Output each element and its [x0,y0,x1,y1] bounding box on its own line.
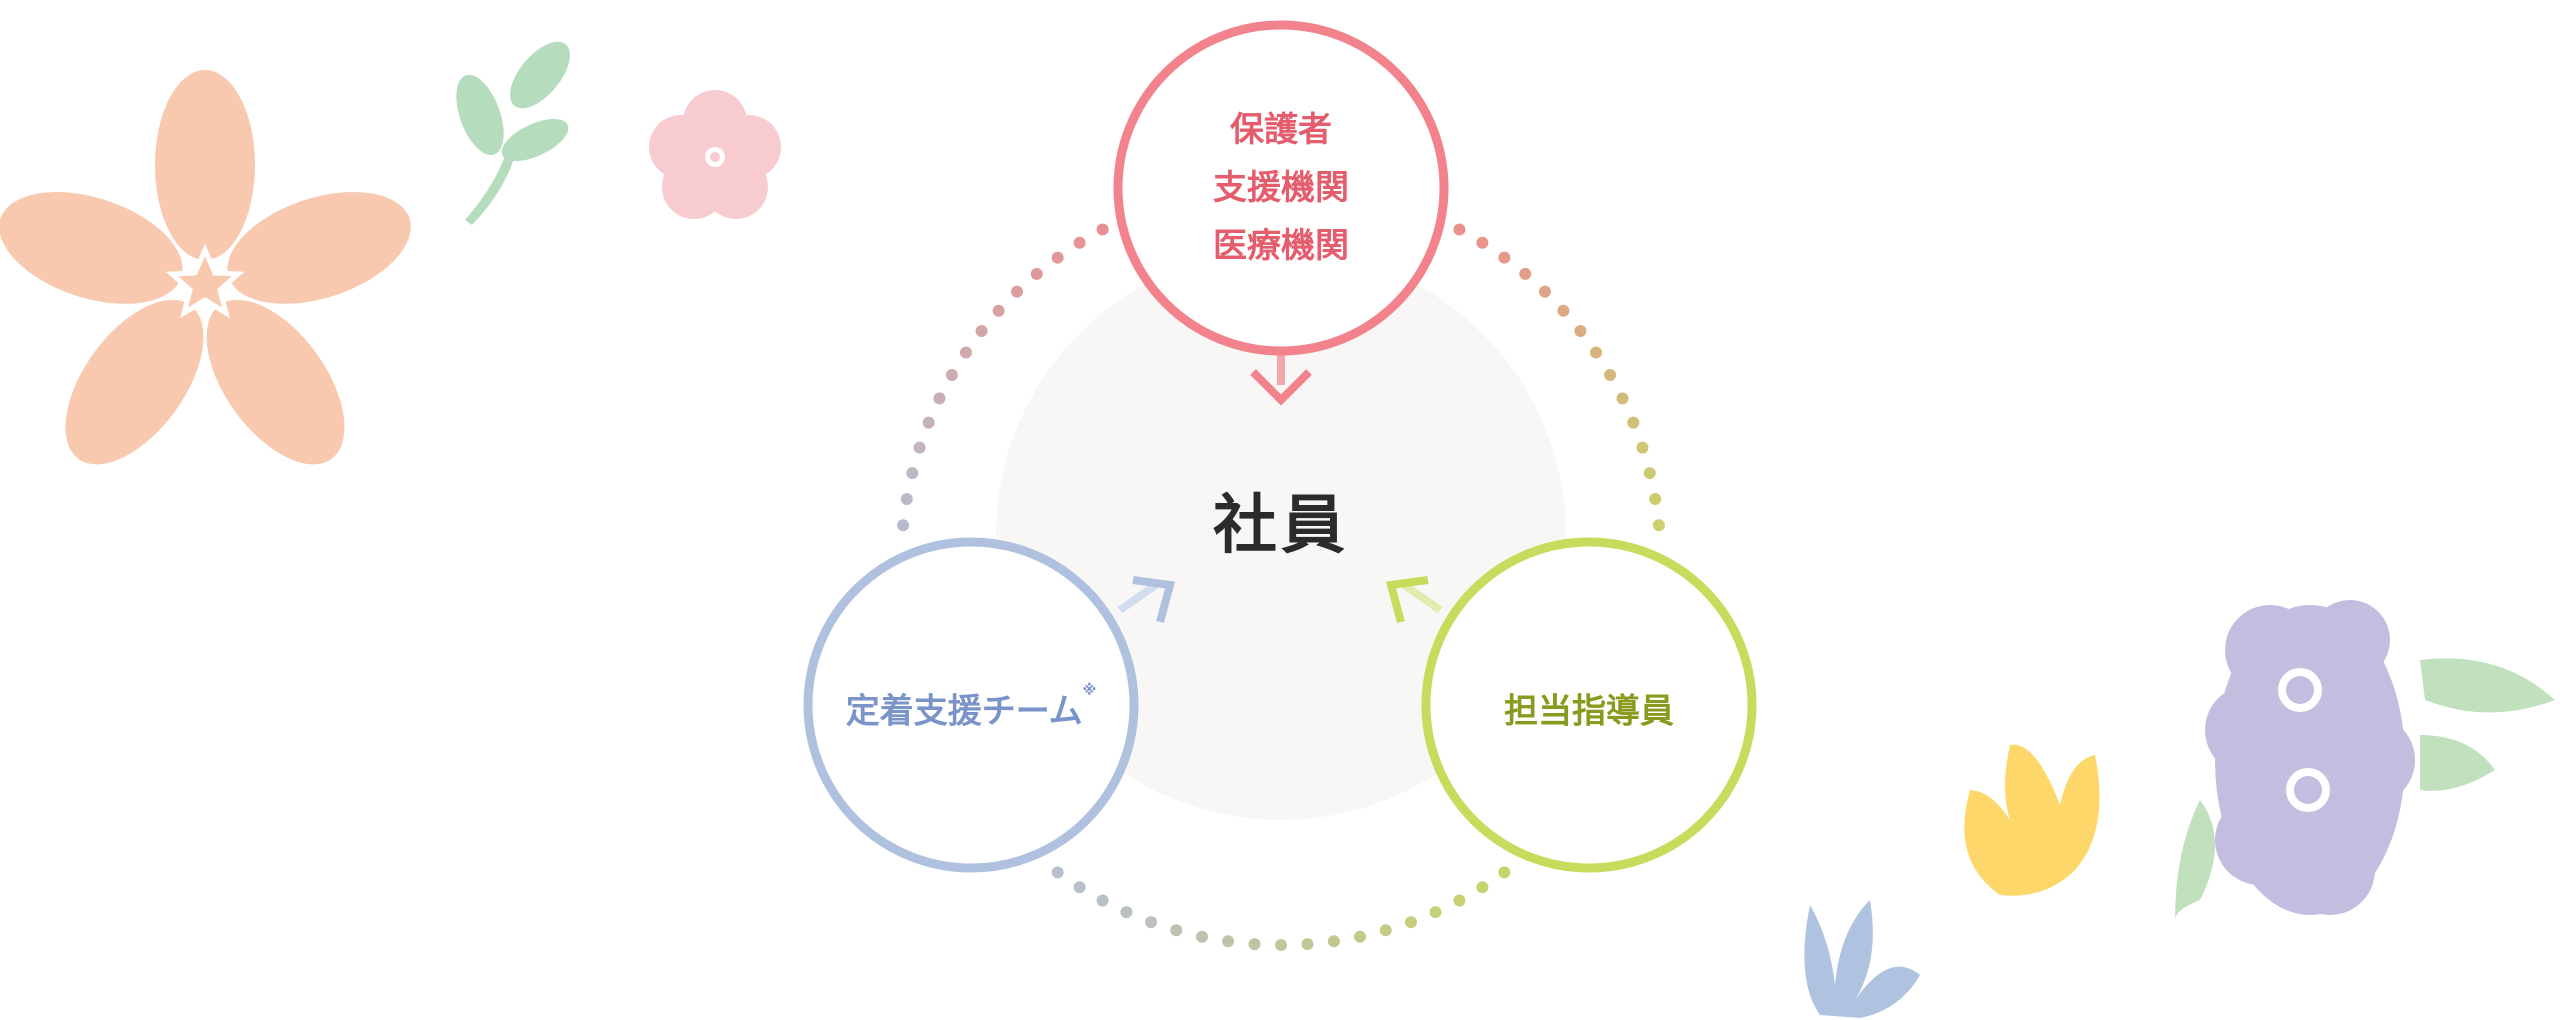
ring-dot [906,467,919,480]
ring-dot [900,493,913,506]
ring-dot [959,346,972,359]
top-node-line: 医療機関 [1213,226,1349,266]
pink-flower-icon [649,90,781,219]
left-node-label: 定着支援チーム※ [845,682,1097,733]
ring-dot [1011,285,1024,298]
leaf-sprig-icon [456,41,570,225]
ring-dot [1627,416,1640,429]
ring-dot [1498,866,1511,879]
ring-dot [1248,938,1261,951]
ring-dot [1120,906,1133,919]
arrow-down-icon [1250,340,1312,406]
center-label: 社員 [1213,489,1349,563]
ring-dot [922,416,935,429]
ring-dot [1652,519,1665,532]
right-node-label: 担当指導員 [1504,691,1674,732]
ring-dot [1453,894,1466,907]
ring-dot [1453,223,1466,236]
dotted-connection-ring [897,223,1665,951]
left-node-circle [803,537,1139,873]
ring-dot [1636,441,1649,454]
ring-dot [1096,894,1109,907]
ring-dot [1051,251,1064,264]
ring-dot [1574,325,1587,338]
ring-dot [913,441,926,454]
green-leaves-icon [2175,658,2555,920]
ring-dot [1222,935,1235,948]
ring-dot [1301,938,1314,951]
yellow-flower-icon [1964,744,2100,896]
purple-flower-cluster-icon [2205,600,2415,915]
ring-dot [1145,916,1158,929]
ring-dot [1519,267,1532,280]
top-node-label: 保護者 支援機関 医療機関 [1213,101,1349,275]
ring-dot [1476,881,1489,894]
left-node-text: 定着支援チーム [845,691,1083,732]
ring-dot [1557,304,1570,317]
top-node-circle [1113,20,1449,356]
ring-dot [897,519,910,532]
top-node-line: 保護者 [1230,110,1332,150]
ring-dot [1051,866,1064,879]
ring-dot [1649,493,1662,506]
top-node-line: 支援機関 [1213,168,1349,208]
ring-dot [1590,346,1603,359]
ring-dot [1604,369,1617,381]
note-mark: ※ [1082,682,1097,699]
ring-dot [933,392,946,405]
ring-dot [1170,924,1183,937]
ring-dot [1429,906,1442,919]
ring-dot [992,304,1005,317]
ring-dot [1073,236,1086,249]
ring-dot [1643,467,1656,480]
ring-dot [945,369,958,381]
ring-dot [1354,930,1367,943]
center-circle [996,250,1566,820]
ring-dot [1404,916,1417,929]
ring-dot [1073,881,1086,894]
blue-flower-icon [1804,900,1920,1018]
ring-dot [975,325,988,338]
ring-dot [1379,924,1392,937]
ring-dot [1096,223,1109,236]
arrow-up-left-icon [1385,576,1443,624]
ring-dot [1030,267,1043,280]
sakura-flower-icon [0,70,411,465]
ring-dot [1327,935,1340,948]
ring-dot [1498,251,1511,264]
ring-dot [1616,392,1629,405]
ring-dot [1538,285,1551,298]
ring-dot [1476,236,1489,249]
arrow-up-right-icon [1117,576,1176,624]
ring-dot [1195,930,1208,943]
right-node-circle [1421,537,1757,873]
ring-dot [1275,939,1287,951]
